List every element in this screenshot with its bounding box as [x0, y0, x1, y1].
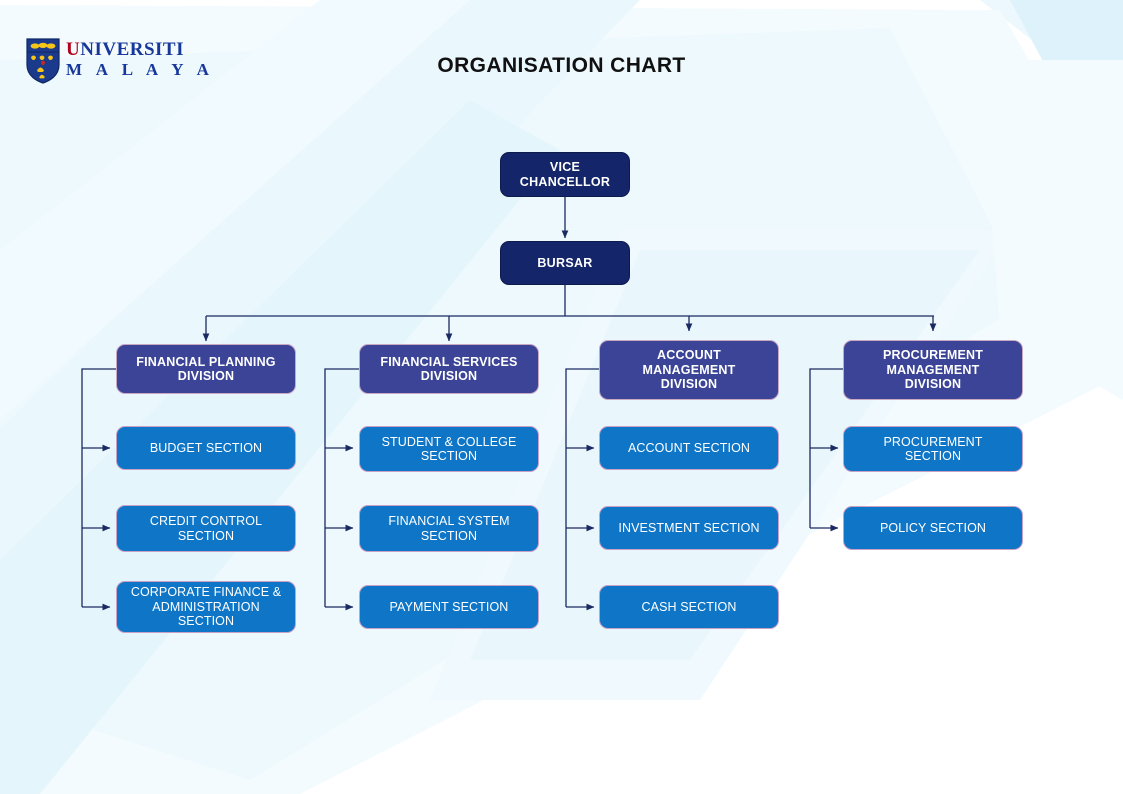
- university-malaya-crest-icon: [26, 38, 60, 84]
- node-cash-section[interactable]: CASH SECTION: [594, 580, 784, 634]
- node-account-management-division[interactable]: ACCOUNT MANAGEMENT DIVISION: [594, 335, 784, 405]
- logo-wordmark: UNIVERSITI M A L A Y A: [66, 40, 214, 78]
- university-logo: UNIVERSITI M A L A Y A: [26, 38, 209, 88]
- node-financial-services-division[interactable]: FINANCIAL SERVICES DIVISION: [354, 339, 544, 399]
- node-credit-control-section[interactable]: CREDIT CONTROL SECTION: [111, 500, 301, 557]
- page-title: ORGANISATION CHART: [437, 54, 686, 77]
- node-procurement-section[interactable]: PROCUREMENT SECTION: [838, 421, 1028, 477]
- node-financial-planning-division[interactable]: FINANCIAL PLANNING DIVISION: [111, 339, 301, 399]
- node-payment-section[interactable]: PAYMENT SECTION: [354, 580, 544, 634]
- node-account-section[interactable]: ACCOUNT SECTION: [594, 421, 784, 475]
- logo-universiti-rest: NIVERSITI: [80, 39, 184, 60]
- node-procurement-management-division[interactable]: PROCUREMENT MANAGEMENT DIVISION: [838, 335, 1028, 405]
- node-investment-section[interactable]: INVESTMENT SECTION: [594, 501, 784, 555]
- logo-initial-u: U: [66, 39, 81, 60]
- node-corporate-finance-administration-section[interactable]: CORPORATE FINANCE & ADMINISTRATION SECTI…: [111, 576, 301, 638]
- node-financial-system-section[interactable]: FINANCIAL SYSTEM SECTION: [354, 500, 544, 557]
- node-budget-section[interactable]: BUDGET SECTION: [111, 421, 301, 475]
- node-vice-chancellor[interactable]: VICE CHANCELLOR: [495, 147, 635, 202]
- logo-line-universiti: UNIVERSITI: [66, 40, 214, 59]
- logo-line-malaya: M A L A Y A: [66, 60, 215, 79]
- node-student-college-section[interactable]: STUDENT & COLLEGE SECTION: [354, 421, 544, 477]
- node-policy-section[interactable]: POLICY SECTION: [838, 501, 1028, 555]
- node-bursar[interactable]: BURSAR: [495, 236, 635, 290]
